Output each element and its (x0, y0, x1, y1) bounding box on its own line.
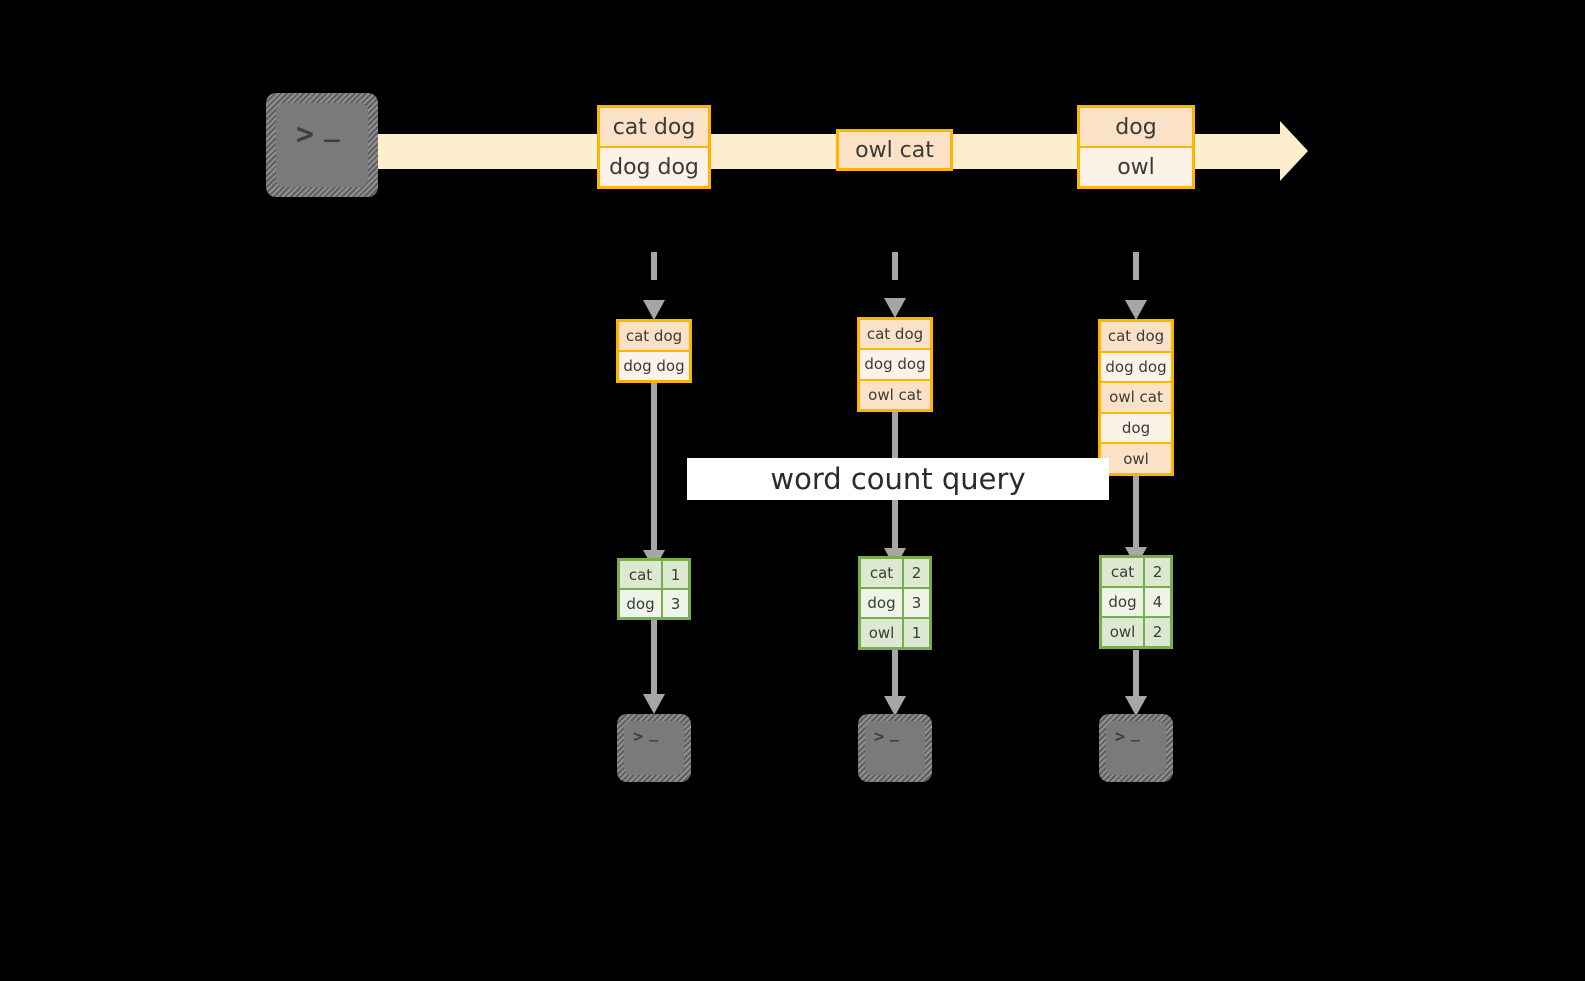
connector-arrowhead (643, 694, 665, 714)
sink-terminal-icon-1: > _ (617, 714, 691, 782)
result-3-count-2: 4 (1145, 588, 1170, 616)
sink-terminal-icon-3: > _ (1099, 714, 1173, 782)
stream-event-3-line-2: owl (1080, 148, 1192, 186)
query-label: word count query (687, 458, 1109, 500)
drop-connector-1 (642, 252, 666, 320)
result-1-count-1: 1 (663, 561, 688, 588)
connector-arrowhead (884, 298, 906, 318)
terminal-body (624, 721, 684, 775)
sink-terminal-icon-2: > _ (858, 714, 932, 782)
terminal-body (276, 103, 368, 187)
result-to-sink-connector-3 (1124, 650, 1148, 720)
connector-arrowhead (1125, 696, 1147, 716)
snapshot-2-line-3: owl cat (860, 380, 930, 409)
result-1-word-2: dog (620, 590, 663, 617)
result-2-count-1: 2 (904, 559, 929, 587)
snapshot-1-line-1: cat dog (619, 322, 689, 352)
result-2-word-3: owl (861, 619, 904, 647)
connector-line (651, 330, 657, 555)
result-3-count-1: 2 (1145, 558, 1170, 586)
result-2-word-1: cat (861, 559, 904, 587)
table-row: cat 1 (620, 561, 688, 590)
result-to-sink-connector-1 (642, 620, 666, 718)
snapshot-2-line-2: dog dog (860, 350, 930, 381)
stream-event-1: cat dog dog dog (597, 105, 711, 189)
result-3-count-3: 2 (1145, 618, 1170, 646)
terminal-body (1106, 721, 1166, 775)
drop-connector-3 (1124, 252, 1148, 320)
stream-event-3-line-1: dog (1080, 108, 1192, 148)
result-3-word-2: dog (1102, 588, 1145, 616)
snapshot-3-line-5: owl (1101, 444, 1171, 473)
result-table-3: cat 2 dog 4 owl 2 (1099, 555, 1173, 649)
stream-arrowhead (1280, 121, 1308, 181)
terminal-cursor-glyph: _ (890, 724, 901, 742)
drop-connector-2 (883, 252, 907, 320)
snapshot-3-line-3: owl cat (1101, 383, 1171, 414)
terminal-cursor-glyph: _ (649, 724, 660, 742)
terminal-prompt-glyph: > (1115, 727, 1127, 747)
table-row: cat 2 (1102, 558, 1170, 588)
stream-event-1-line-2: dog dog (600, 148, 708, 186)
stream-event-2-line-1: owl cat (839, 132, 950, 168)
terminal-cursor-glyph: _ (324, 113, 341, 143)
result-1-word-1: cat (620, 561, 663, 588)
result-3-word-1: cat (1102, 558, 1145, 586)
source-terminal-icon: > _ (266, 93, 378, 197)
connector-line (1133, 252, 1139, 280)
table-row: cat 2 (861, 559, 929, 589)
result-3-word-3: owl (1102, 618, 1145, 646)
table-row: owl 1 (861, 619, 929, 647)
stream-event-1-line-1: cat dog (600, 108, 708, 148)
table-row: dog 3 (620, 590, 688, 617)
stream-event-2: owl cat (836, 129, 953, 171)
snapshot-3-line-2: dog dog (1101, 352, 1171, 384)
connector-line (892, 330, 898, 553)
result-1-count-2: 3 (663, 590, 688, 617)
terminal-prompt-glyph: > (296, 117, 316, 152)
table-row: dog 3 (861, 589, 929, 619)
result-2-count-3: 1 (904, 619, 929, 647)
connector-line (651, 620, 657, 700)
connector-line (1133, 650, 1139, 702)
snapshot-3-line-4: dog (1101, 413, 1171, 445)
terminal-prompt-glyph: > (633, 727, 645, 747)
result-2-count-2: 3 (904, 589, 929, 617)
snapshot-3: cat dog dog dog owl cat dog owl (1098, 319, 1174, 476)
result-table-1: cat 1 dog 3 (617, 558, 691, 620)
connector-arrowhead (1125, 300, 1147, 320)
table-row: owl 2 (1102, 618, 1170, 646)
connector-line (892, 252, 898, 280)
terminal-cursor-glyph: _ (1131, 724, 1142, 742)
snapshot-2-line-1: cat dog (860, 320, 930, 351)
snapshot-1: cat dog dog dog (616, 319, 692, 383)
connector-line (892, 650, 898, 702)
terminal-body (865, 721, 925, 775)
snapshot-2: cat dog dog dog owl cat (857, 317, 933, 412)
stream-event-3: dog owl (1077, 105, 1195, 189)
terminal-prompt-glyph: > (874, 727, 886, 747)
result-table-2: cat 2 dog 3 owl 1 (858, 556, 932, 650)
connector-line (651, 252, 657, 280)
connector-arrowhead (643, 300, 665, 320)
result-to-sink-connector-2 (883, 650, 907, 720)
connector-arrowhead (884, 696, 906, 716)
query-label-text: word count query (770, 462, 1026, 496)
table-row: dog 4 (1102, 588, 1170, 618)
result-2-word-2: dog (861, 589, 904, 617)
snapshot-1-line-2: dog dog (619, 352, 689, 380)
snapshot-3-line-1: cat dog (1101, 322, 1171, 353)
